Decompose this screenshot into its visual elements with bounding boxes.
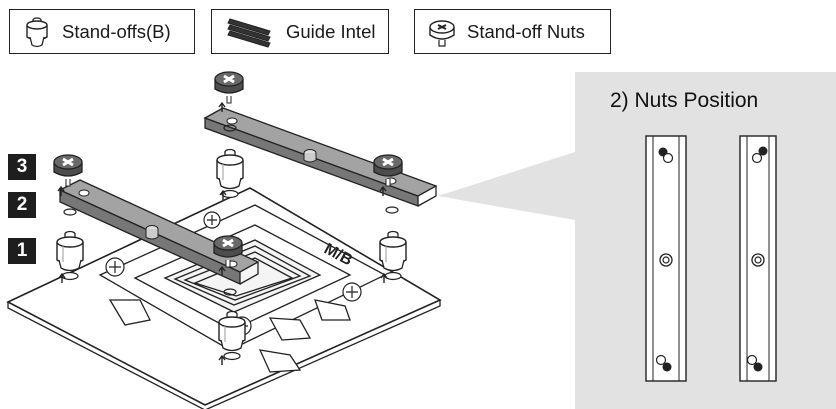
- standoff-icon: [26, 16, 48, 47]
- nuts-position-panel: [575, 72, 836, 409]
- step-badge-1: 1: [8, 238, 36, 264]
- step-badge-3: 3: [8, 154, 36, 180]
- standoff-nut-icon: [429, 19, 455, 47]
- guide-bar-lower: [58, 179, 260, 286]
- guide-bars-icon: [227, 17, 271, 48]
- nuts-position-title: 2) Nuts Position: [610, 89, 759, 112]
- detail-callout-connector: [438, 152, 575, 220]
- nuts-position-left-rail: [645, 135, 687, 382]
- legend-standoffs: Stand-offs(B): [9, 9, 195, 54]
- step-badge-2: 2: [8, 192, 36, 218]
- legend-standoffs-label: Stand-offs(B): [62, 20, 171, 42]
- legend-nuts: Stand-off Nuts: [414, 9, 611, 54]
- legend-nuts-label: Stand-off Nuts: [467, 20, 585, 42]
- nuts-position-right-rail: [739, 135, 777, 382]
- legend-guide: Guide Intel: [211, 9, 389, 54]
- legend-guide-label: Guide Intel: [286, 20, 376, 42]
